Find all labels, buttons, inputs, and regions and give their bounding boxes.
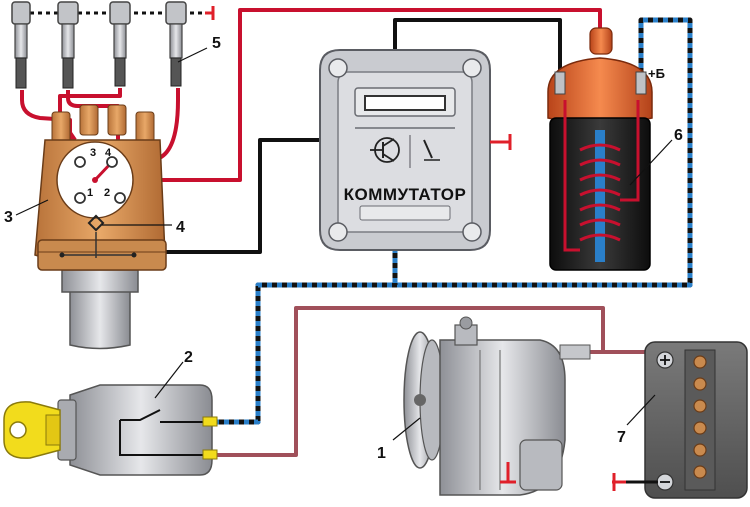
battery (612, 341, 748, 499)
distributor: 3 4 1 2 (34, 104, 167, 350)
terminal-2-number: 2 (104, 187, 110, 199)
ignition-switch (3, 384, 218, 476)
callout-7: 7 (617, 429, 626, 446)
terminal-1 (74, 192, 86, 204)
callout-1: 1 (377, 445, 386, 462)
callout-5: 5 (212, 35, 221, 52)
spark-plug-1 (11, 1, 31, 89)
spark-plug-3 (109, 1, 131, 87)
callout-6: 6 (674, 127, 683, 144)
terminal-3 (74, 156, 86, 168)
power-striped-wire (212, 17, 693, 425)
ignition-coil: +Б (547, 27, 665, 271)
terminal-2 (114, 192, 126, 204)
spark-plug-2 (57, 1, 79, 89)
callout-leaders (15, 47, 673, 441)
high-voltage-wires (20, 8, 602, 182)
key-icon (3, 401, 61, 459)
callout-numbers: 5 3 4 6 2 1 7 (4, 35, 683, 462)
terminal-3-number: 3 (90, 147, 96, 159)
callout-4: 4 (176, 219, 185, 236)
switch-symbol (423, 139, 433, 159)
spark-plugs (11, 1, 187, 89)
plug-ground-line (14, 6, 215, 20)
terminal-4-number: 4 (105, 147, 112, 159)
terminal-1-number: 1 (87, 187, 93, 199)
commutator-label: КОММУТАТОР (344, 185, 467, 204)
terminal-4 (106, 156, 118, 168)
callout-3: 3 (4, 209, 13, 226)
generator (403, 316, 591, 496)
spark-plug-4 (165, 1, 187, 87)
commutator: КОММУТАТОР (319, 49, 512, 251)
hall-sensor-marker (87, 214, 105, 232)
plus-b-label: +Б (648, 66, 665, 81)
charging-wires (212, 306, 650, 457)
callout-2: 2 (184, 349, 193, 366)
low-voltage-black-wires (160, 18, 562, 254)
